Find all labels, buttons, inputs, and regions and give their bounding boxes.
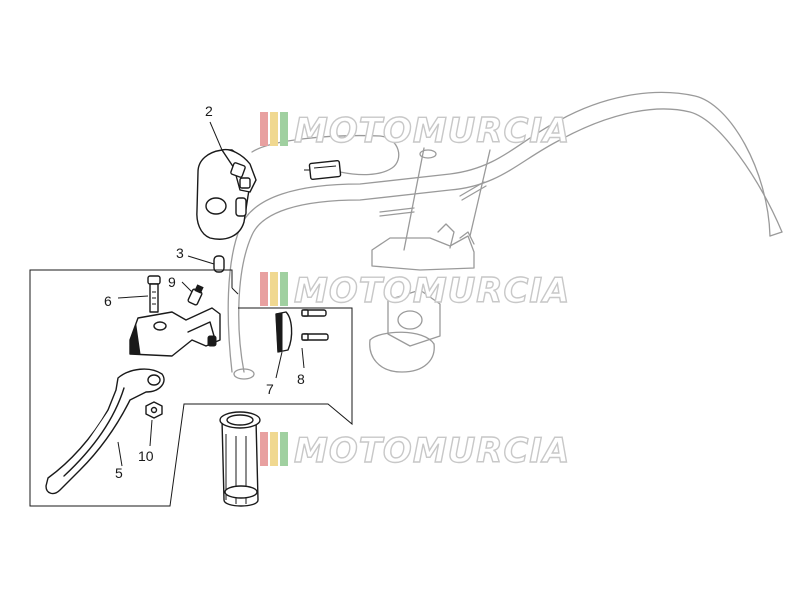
- watermark-top: MOTOMURCIA: [260, 110, 570, 152]
- watermark-stripe: [270, 112, 278, 146]
- handlebar-clamp: [369, 147, 491, 373]
- watermark-stripe: [270, 432, 278, 466]
- watermark-stripe: [260, 112, 268, 146]
- switch-housing: [196, 121, 257, 240]
- watermark-stripe: [280, 112, 288, 146]
- bolt: [117, 275, 161, 313]
- hand-grip: [219, 411, 261, 507]
- watermark-stripe: [270, 272, 278, 306]
- assembly-frame: [29, 269, 353, 507]
- watermark-text: MOTOMURCIA: [294, 271, 570, 311]
- watermark-middle: MOTOMURCIA: [260, 270, 570, 312]
- callout-9: 9: [168, 274, 176, 290]
- watermark-stripe: [260, 432, 268, 466]
- nut: [145, 401, 163, 447]
- callout-2: 2: [205, 103, 213, 119]
- assembly-frame-link: [231, 287, 239, 295]
- callout-6: 6: [104, 293, 112, 309]
- pin: [187, 255, 225, 273]
- watermark-stripe: [280, 432, 288, 466]
- switch-wiring: [251, 135, 400, 181]
- stop-switch: [181, 281, 204, 306]
- callout-8: 8: [297, 371, 305, 387]
- callout-7: 7: [266, 381, 274, 397]
- watermark-text: MOTOMURCIA: [294, 111, 570, 151]
- clamp-screws: [301, 309, 329, 369]
- clamp-half: [275, 311, 293, 379]
- watermark-stripe: [260, 272, 268, 306]
- lever-bracket: [129, 307, 221, 357]
- handlebar: [227, 91, 783, 380]
- watermark-text: MOTOMURCIA: [294, 431, 570, 471]
- watermark-stripe: [280, 272, 288, 306]
- watermark-bottom: MOTOMURCIA: [260, 430, 570, 472]
- callout-5: 5: [115, 465, 123, 481]
- callout-10: 10: [138, 448, 154, 464]
- callout-3: 3: [176, 245, 184, 261]
- clutch-lever: [45, 368, 165, 495]
